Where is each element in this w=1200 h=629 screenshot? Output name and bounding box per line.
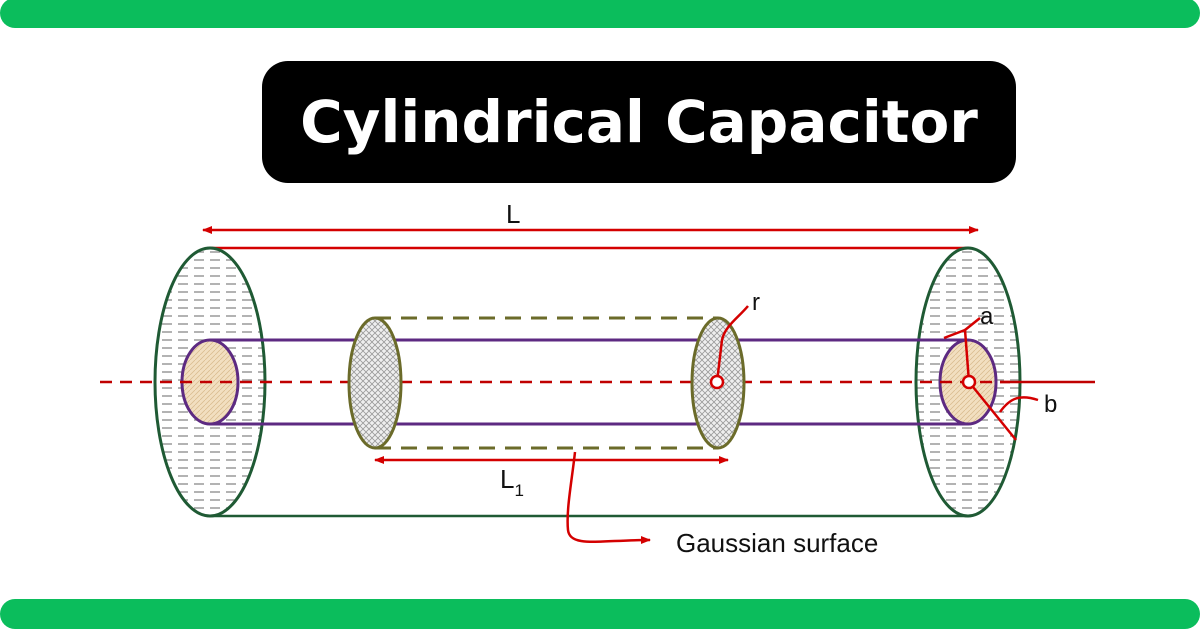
gaussian-surface-label: Gaussian surface bbox=[676, 528, 878, 558]
page-title: Cylindrical Capacitor bbox=[300, 88, 978, 156]
radius-b-label: b bbox=[1044, 391, 1057, 418]
radius-a-label: a bbox=[980, 303, 994, 330]
inner-center-dot bbox=[961, 374, 977, 390]
radius-r-line bbox=[715, 305, 749, 383]
bottom-accent-bar bbox=[0, 599, 1200, 629]
gaussian-left-end bbox=[347, 316, 403, 450]
gaussian-surface-leader bbox=[566, 451, 651, 545]
radius-a-leader bbox=[964, 317, 981, 331]
outer-cylinder bbox=[153, 246, 1022, 518]
radius-r-label: r bbox=[752, 289, 760, 316]
length-label: L bbox=[506, 199, 520, 229]
gaussian-surface bbox=[347, 316, 746, 450]
title-banner: Cylindrical Capacitor bbox=[262, 61, 1016, 183]
gaussian-center-dot bbox=[709, 374, 725, 390]
gaussian-length-label: L1 bbox=[500, 464, 524, 500]
radius-b-line bbox=[968, 381, 1017, 441]
radius-b-leader bbox=[998, 396, 1039, 413]
inner-conductor bbox=[180, 338, 998, 426]
top-accent-bar bbox=[0, 0, 1200, 28]
